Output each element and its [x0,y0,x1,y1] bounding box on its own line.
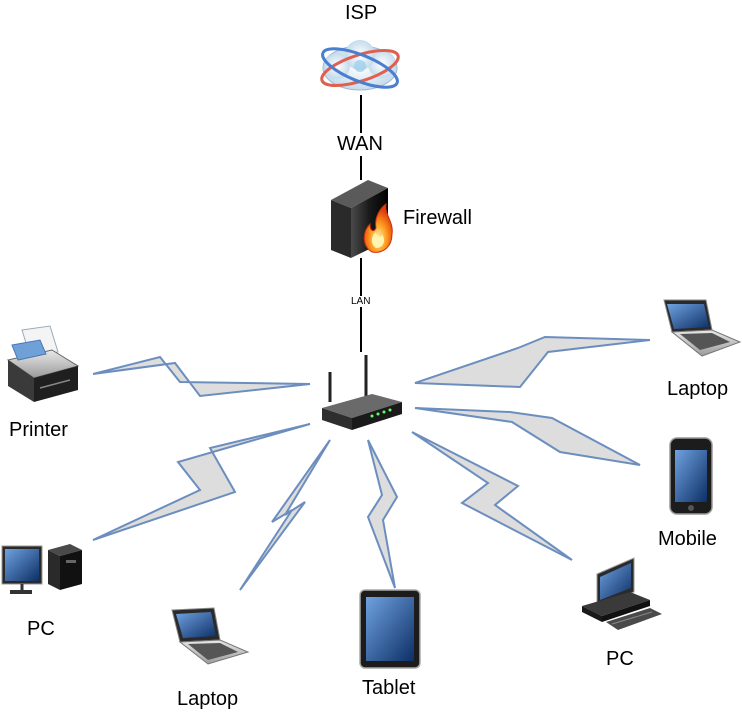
wireless-link-printer [92,355,311,398]
cloud-icon [320,40,400,91]
firewall-label: Firewall [403,207,472,229]
mobile-label: Mobile [658,528,717,550]
pc-left-label: PC [27,618,55,640]
isp-label: ISP [345,2,378,24]
wan-label: WAN [337,133,383,156]
wireless-link-laptop-bottom [239,439,331,591]
laptop-bottom-icon [171,607,250,665]
printer-label: Printer [9,419,68,441]
printer-icon [6,325,80,402]
wireless-link-mobile [414,407,641,466]
wireless-link-laptop-right [414,335,651,389]
tablet-label: Tablet [362,677,416,699]
pc-right-label: PC [606,648,634,670]
mobile-phone-icon [669,437,713,515]
firewall-icon [331,180,393,258]
wireless-link-pc-left [92,423,311,541]
desktop-pc-left-icon [1,544,82,594]
lan-label: LAN [350,296,372,307]
wireless-link-pc-right [411,431,573,561]
tablet-icon [359,589,421,669]
laptop-right-label: Laptop [667,378,729,400]
desktop-pc-icon [582,557,662,630]
wireless-router-icon [322,355,402,430]
laptop-bottom-label: Laptop [177,688,239,710]
wireless-link-tablet [366,439,399,589]
laptop-icon [663,299,742,357]
